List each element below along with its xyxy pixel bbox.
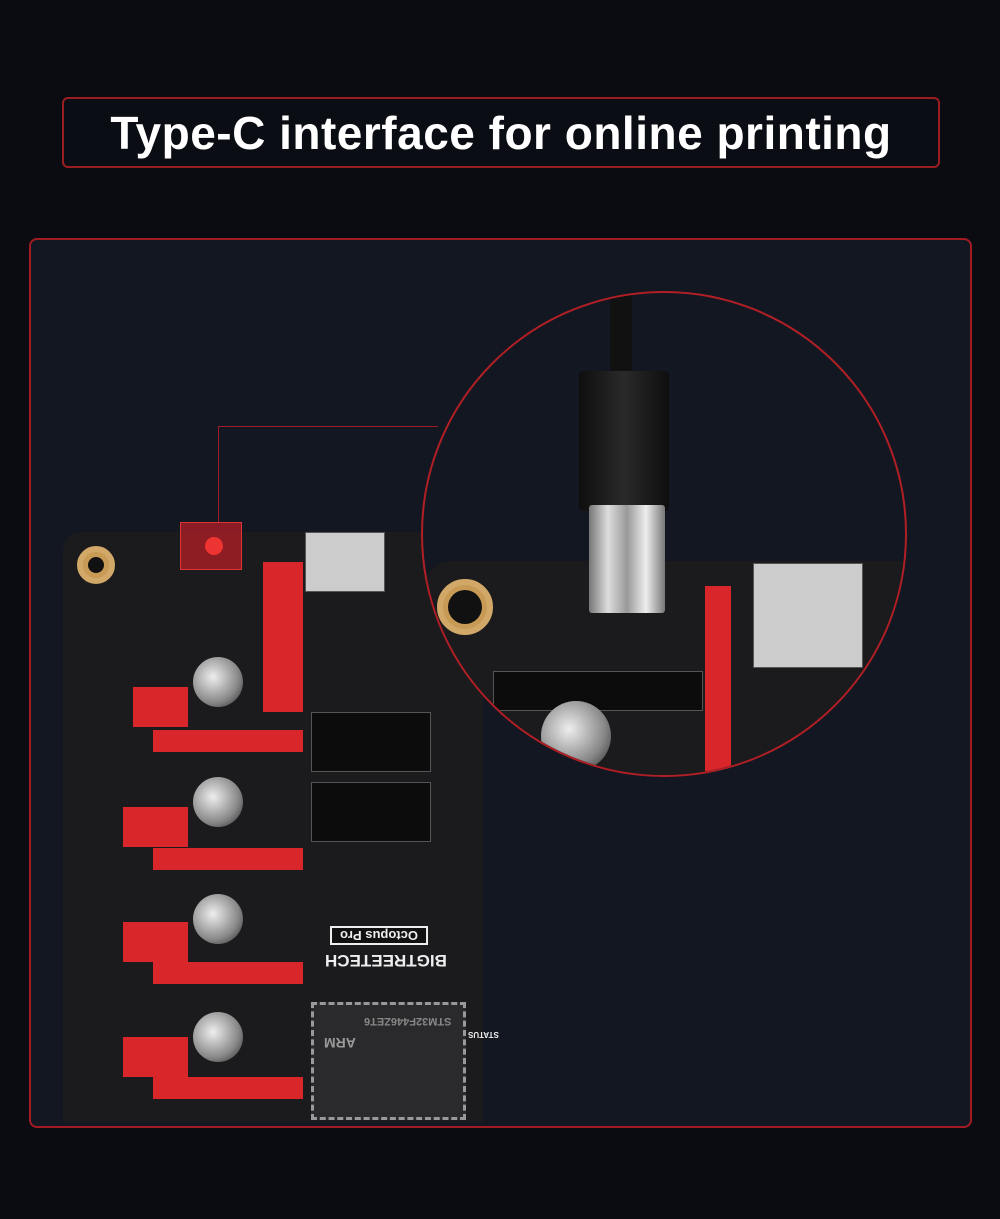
mcu-silkscreen: STM32F446ZET6 xyxy=(364,1015,452,1027)
mcu-chip: STM32F446ZET6 ARM xyxy=(311,1002,466,1120)
mounting-hole xyxy=(77,546,115,584)
callout-line xyxy=(218,426,438,522)
capacitor xyxy=(193,1012,243,1062)
mounting-hole xyxy=(437,579,493,635)
capacitor xyxy=(193,894,243,944)
header-connector xyxy=(311,782,431,842)
usb-c-connector xyxy=(589,505,665,613)
header-connector xyxy=(311,712,431,772)
red-connector xyxy=(263,562,303,712)
red-connector xyxy=(153,1077,303,1099)
red-connector xyxy=(123,807,188,847)
red-connector xyxy=(153,962,303,984)
red-connector xyxy=(705,586,731,771)
usb-c-plug xyxy=(579,371,669,511)
usb-c-port-highlight xyxy=(180,522,242,570)
usb-cable xyxy=(610,293,632,383)
sd-card-slot xyxy=(305,532,385,592)
sd-card-slot xyxy=(753,563,863,668)
circuit-board: Octopus Pro BIGTREETECH STATUS STM32F446… xyxy=(63,532,499,1122)
page-title: Type-C interface for online printing xyxy=(110,106,892,159)
brand-silkscreen: BIGTREETECH xyxy=(325,951,447,970)
model-silkscreen: Octopus Pro xyxy=(330,926,429,945)
capacitor xyxy=(193,777,243,827)
red-connector xyxy=(133,687,188,727)
capacitor xyxy=(193,657,243,707)
title-banner: Type-C interface for online printing xyxy=(62,97,940,168)
arm-silkscreen: ARM xyxy=(324,1035,356,1051)
red-connector xyxy=(123,1037,188,1077)
status-silkscreen: STATUS xyxy=(468,1030,499,1039)
red-connector xyxy=(123,922,188,962)
header-connector xyxy=(493,671,703,711)
zoomed-usb-c-view xyxy=(421,291,907,777)
red-connector xyxy=(153,848,303,870)
capacitor xyxy=(541,701,611,771)
red-connector xyxy=(153,730,303,752)
